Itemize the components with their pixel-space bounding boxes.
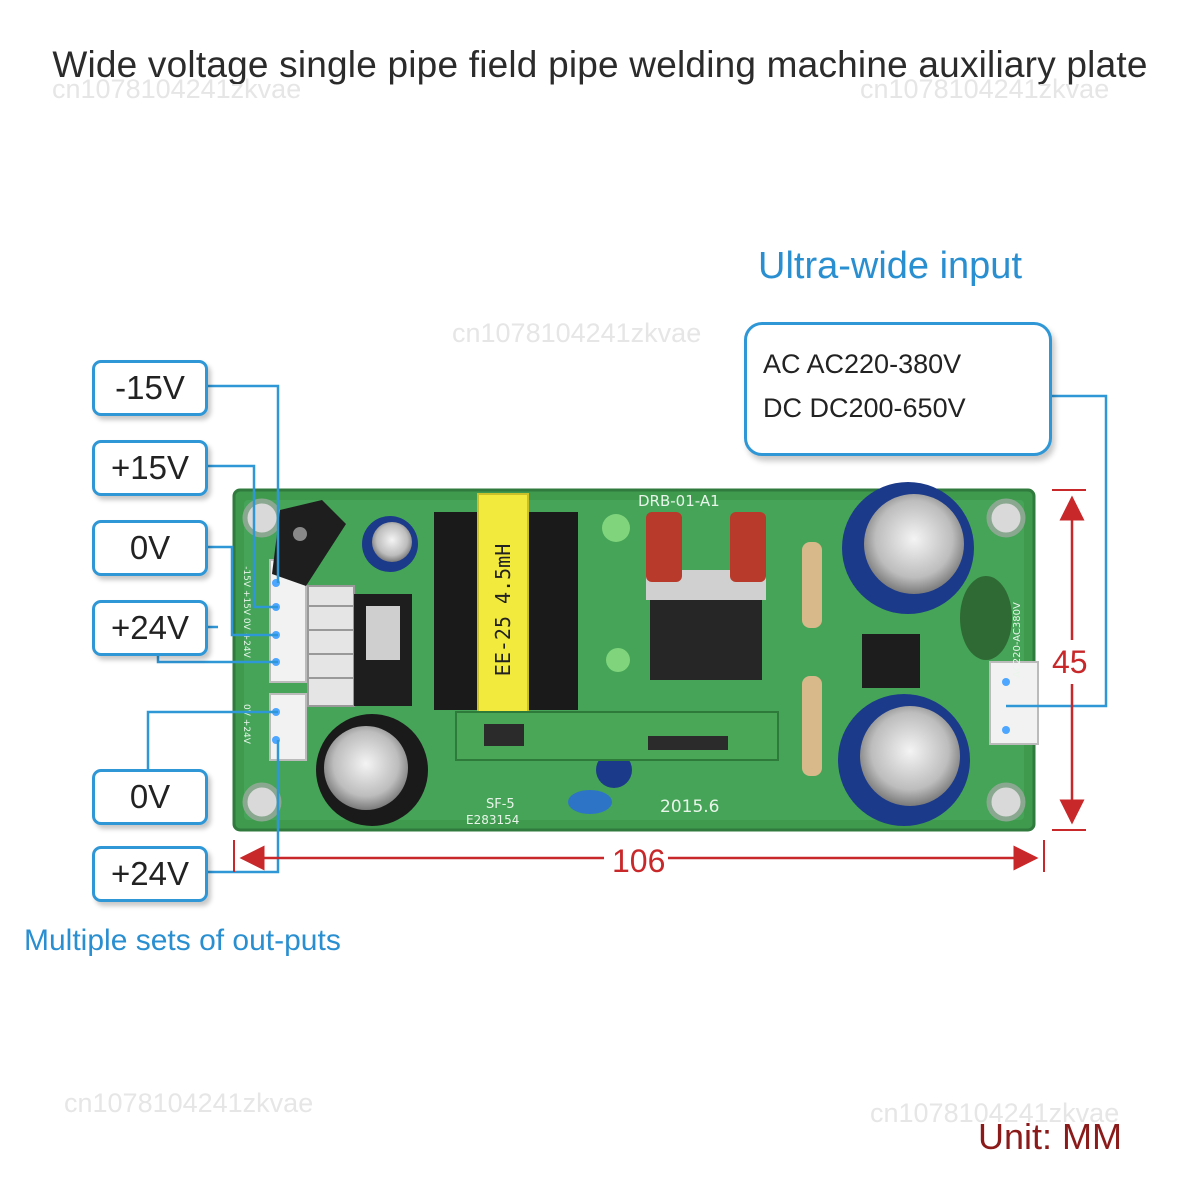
dimension-height <box>1052 489 1086 831</box>
output-label-0v: 0V <box>92 520 208 576</box>
input-spec-box: AC AC220-380V DC DC200-650V <box>744 322 1052 456</box>
output-label-plus-15v: +15V <box>92 440 208 496</box>
unit-label: Unit: MM <box>978 1116 1122 1157</box>
output-label-minus-15v: -15V <box>92 360 208 416</box>
watermark: cn1078104241zkvae <box>860 74 1110 104</box>
inductor <box>606 648 630 672</box>
dimension-width <box>233 840 1045 872</box>
resistor <box>802 542 822 628</box>
output-silk-top: -15V +15V 0V +24V <box>241 566 251 658</box>
input-dc-spec: DC DC200-650V <box>763 393 966 423</box>
sf-silk: SF-5 <box>486 797 515 812</box>
film-capacitor <box>646 512 682 582</box>
transformer: EE-25 4.5mH <box>434 493 578 717</box>
output-label-plus-24v-second: +24V <box>92 846 208 902</box>
varistor <box>960 576 1012 660</box>
heatsink <box>272 500 412 707</box>
input-leader-line <box>1006 394 1108 708</box>
resistor <box>802 676 822 776</box>
input-ac-spec: AC AC220-380V <box>763 349 962 379</box>
capacitor-bottom-right <box>838 694 970 826</box>
outputs-note: Multiple sets of out-puts <box>24 924 341 957</box>
dimension-height-label: 45 <box>1052 644 1088 680</box>
watermark: cn1078104241zkvae <box>64 1088 314 1118</box>
model-silk: DRB-01-A1 <box>638 492 720 510</box>
output-label-plus-24v: +24V <box>92 600 208 656</box>
input-heading: Ultra-wide input <box>758 245 1022 287</box>
capacitor-small <box>362 516 418 572</box>
film-capacitor <box>730 512 766 582</box>
daughter-board <box>455 711 779 761</box>
capacitor-top-right <box>842 482 974 614</box>
output-leader-lines <box>146 384 280 874</box>
capacitor-bottom-left <box>316 714 428 826</box>
input-connector <box>989 661 1039 745</box>
led <box>602 514 630 542</box>
transformer-label: EE-25 4.5mH <box>491 544 515 676</box>
watermark: cn1078104241zkvae <box>52 74 302 104</box>
output-silk-bottom: 0V +24V <box>241 704 251 745</box>
page-title: Wide voltage single pipe field pipe weld… <box>52 44 1148 85</box>
watermark: cn1078104241zkvae <box>870 1098 1120 1128</box>
output-connector-bottom <box>269 693 307 761</box>
dimension-width-label: 106 <box>612 843 666 879</box>
date-silk: 2015.6 <box>660 797 719 817</box>
small-bridge <box>862 634 920 688</box>
bridge-rectifier <box>646 570 766 680</box>
watermark: cn1078104241zkvae <box>452 318 702 348</box>
code-silk: E283154 <box>466 813 519 827</box>
input-silk: AC220-AC380V <box>1012 602 1023 678</box>
ceramic-capacitor <box>568 790 612 814</box>
output-label-0v-second: 0V <box>92 769 208 825</box>
